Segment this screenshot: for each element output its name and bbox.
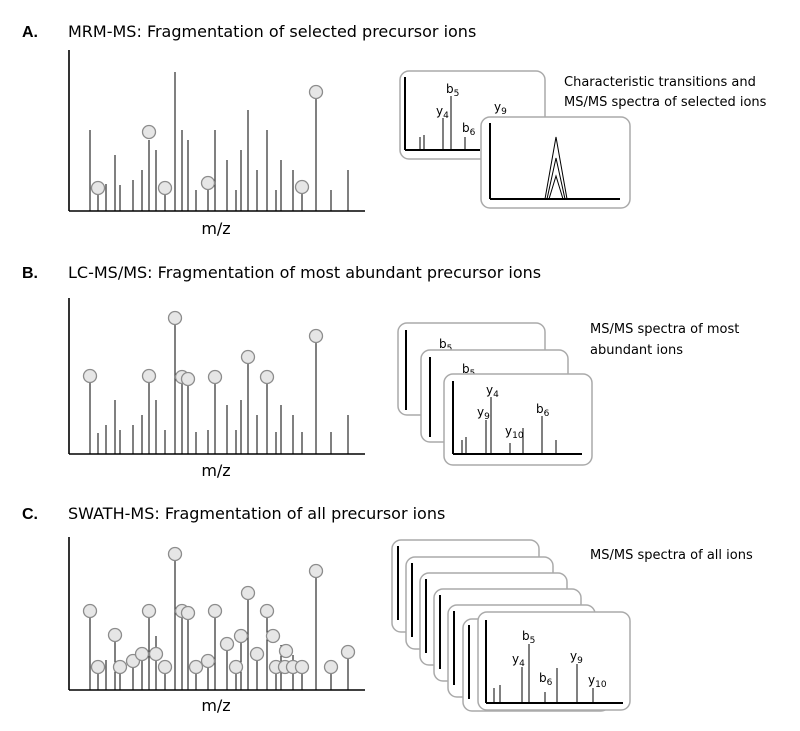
panel-b-msms-stack: b5 b5 <box>397 322 593 466</box>
precursor-marker <box>228 659 244 675</box>
fragment-label: b6 <box>462 121 476 138</box>
precursor-marker <box>112 659 128 675</box>
precursor-marker <box>134 646 150 662</box>
precursor-marker <box>294 179 310 195</box>
precursor-marker <box>107 627 123 643</box>
precursor-marker <box>207 369 223 385</box>
precursor-marker <box>240 349 256 365</box>
panel-c-peaks <box>89 555 349 690</box>
panel-a-title: MRM-MS: Fragmentation of selected precur… <box>68 22 476 41</box>
panel-c-msms-stack: b5 y4 y9 b6 y10 <box>391 539 631 712</box>
fragment-label: b6 <box>536 402 550 419</box>
fragment-label: b5 <box>522 629 535 646</box>
panel-c: C. SWATH-MS: Fragmentation of all precur… <box>22 504 753 715</box>
panel-a: A. MRM-MS: Fragmentation of selected pre… <box>22 22 767 238</box>
precursor-marker <box>148 646 164 662</box>
precursor-marker <box>188 659 204 675</box>
fragment-label: y4 <box>486 383 499 400</box>
fragment-label: y4 <box>436 104 449 121</box>
panel-c-letter: C. <box>22 506 38 523</box>
panel-b-precursor-spectrum <box>68 298 365 455</box>
precursor-marker <box>82 368 98 384</box>
fragment-label: y10 <box>588 673 607 690</box>
precursor-marker <box>167 310 183 326</box>
precursor-marker <box>240 585 256 601</box>
precursor-marker <box>207 603 223 619</box>
panel-c-msms-card-front: b5 y4 y9 b6 y10 <box>477 611 631 711</box>
precursor-marker <box>308 563 324 579</box>
panel-b: B. LC-MS/MS: Fragmentation of most abund… <box>22 263 739 480</box>
panel-a-note-line-1: Characteristic transitions and <box>564 75 756 90</box>
precursor-marker <box>180 605 196 621</box>
precursor-marker <box>141 603 157 619</box>
fragment-label: y4 <box>512 652 525 669</box>
panel-b-letter: B. <box>22 265 38 282</box>
precursor-marker <box>141 368 157 384</box>
panel-c-selected-markers <box>82 546 356 675</box>
precursor-marker <box>308 84 324 100</box>
panel-b-note-line-1: MS/MS spectra of most <box>590 322 739 337</box>
precursor-marker <box>294 659 310 675</box>
panel-a-letter: A. <box>22 24 38 41</box>
panel-a-note-line-2: MS/MS spectra of selected ions <box>564 95 767 110</box>
fragment-label: y10 <box>505 424 524 441</box>
panel-b-peaks <box>89 320 349 454</box>
panel-b-selected-markers <box>82 310 324 387</box>
fragment-label: b5 <box>446 82 459 99</box>
panel-c-x-axis-label: m/z <box>201 696 230 715</box>
precursor-marker <box>323 659 339 675</box>
precursor-marker <box>90 659 106 675</box>
precursor-marker <box>340 644 356 660</box>
precursor-marker <box>200 175 216 191</box>
precursor-marker <box>265 628 281 644</box>
precursor-marker <box>167 546 183 562</box>
precursor-marker <box>141 124 157 140</box>
panel-a-x-axis-label: m/z <box>201 219 230 238</box>
panel-a-precursor-spectrum <box>68 50 365 212</box>
panel-b-title: LC-MS/MS: Fragmentation of most abundant… <box>68 263 541 282</box>
panel-b-msms-card-front: y4 y9 b6 y10 <box>443 373 593 466</box>
precursor-marker <box>200 653 216 669</box>
panel-a-transition-card <box>480 116 631 209</box>
precursor-marker <box>233 628 249 644</box>
precursor-marker <box>308 328 324 344</box>
fragment-label: y9 <box>477 405 490 422</box>
precursor-marker <box>259 603 275 619</box>
precursor-marker <box>278 643 294 659</box>
fragment-label: b5 <box>439 337 452 354</box>
precursor-marker <box>82 603 98 619</box>
precursor-marker <box>259 369 275 385</box>
panel-c-note-line-1: MS/MS spectra of all ions <box>590 548 753 563</box>
precursor-marker <box>157 659 173 675</box>
panel-c-precursor-spectrum <box>68 537 365 691</box>
precursor-marker <box>90 180 106 196</box>
panel-a-selected-markers <box>90 84 324 196</box>
precursor-marker <box>157 180 173 196</box>
fragment-label: y9 <box>570 649 583 666</box>
fragment-label: b6 <box>539 671 553 688</box>
panel-b-note-line-2: abundant ions <box>590 343 683 358</box>
precursor-marker <box>249 646 265 662</box>
panel-b-x-axis-label: m/z <box>201 461 230 480</box>
precursor-marker <box>180 371 196 387</box>
panel-c-title: SWATH-MS: Fragmentation of all precursor… <box>68 504 445 523</box>
fragment-label: y9 <box>494 100 507 117</box>
precursor-marker <box>219 636 235 652</box>
